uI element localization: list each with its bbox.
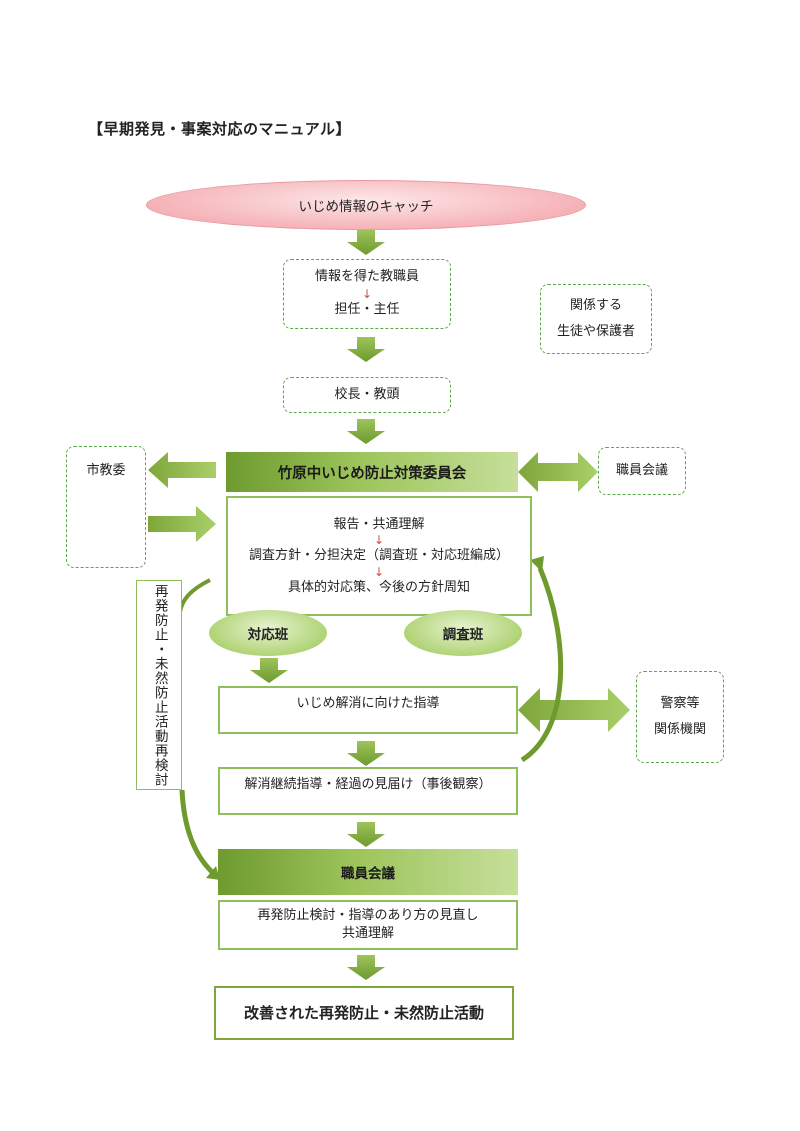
review-line2: 共通理解 xyxy=(341,926,394,941)
city-board-label: 市教委 xyxy=(86,463,126,478)
curved-arrow-to-staff xyxy=(179,789,220,880)
page-title: 【早期発見・事案対応のマニュアル】 xyxy=(88,120,352,138)
staff-meeting-right-label: 職員会議 xyxy=(615,462,668,478)
team-response-ellipse: 対応班 xyxy=(209,610,327,656)
committee-label: 竹原中いじめ防止対策委員会 xyxy=(277,465,467,482)
curved-arrow-to-side xyxy=(178,578,211,613)
info-line1: 情報を得た教職員 xyxy=(314,269,419,285)
arrow-from-city-board xyxy=(148,506,216,542)
down-arrow-5 xyxy=(347,741,385,766)
team-survey-ellipse: 調査班 xyxy=(404,610,522,656)
team-response-label: 対応班 xyxy=(247,627,289,643)
staff-meeting-bar: 職員会議 xyxy=(218,849,518,895)
report-arrow2: ↓ xyxy=(373,564,385,579)
police-box: 警察等 関係機関 xyxy=(636,671,724,763)
arrow-to-city-board xyxy=(148,452,216,488)
report-box: 報告・共通理解 ↓ 調査方針・分担決定（調査班・対応班編成） ↓ 具体的対応策、… xyxy=(226,496,532,616)
info-arrow: ↓ xyxy=(361,287,373,301)
info-box: 情報を得た教職員 ↓ 担任・主任 xyxy=(283,259,451,329)
down-arrow-6 xyxy=(347,822,385,847)
related-line1: 関係する xyxy=(569,298,622,313)
double-arrow-staff-meeting xyxy=(518,452,598,492)
principal-box: 校長・教頭 xyxy=(283,377,451,413)
catch-ellipse: いじめ情報のキャッチ xyxy=(146,180,586,230)
curved-return-arrow xyxy=(520,556,564,763)
down-arrow-2 xyxy=(347,337,385,362)
final-box: 改善された再発防止・未然防止活動 xyxy=(214,986,514,1040)
down-arrow-1 xyxy=(347,230,385,255)
related-line2: 生徒や保護者 xyxy=(556,324,635,339)
report-arrow1: ↓ xyxy=(373,533,385,548)
review-line1: 再発防止検討・指導のあり方の見直し xyxy=(257,907,479,923)
committee-bar: 竹原中いじめ防止対策委員会 xyxy=(226,452,518,492)
down-arrow-3 xyxy=(347,419,385,444)
guidance-label: いじめ解消に向けた指導 xyxy=(296,696,440,711)
catch-label: いじめ情報のキャッチ xyxy=(298,199,434,215)
report-line2: 調査方針・分担決定（調査班・対応班編成） xyxy=(248,548,509,564)
report-line1: 報告・共通理解 xyxy=(333,516,425,532)
review-box: 再発防止検討・指導のあり方の見直し 共通理解 xyxy=(218,900,518,950)
final-label: 改善された再発防止・未然防止活動 xyxy=(243,1004,484,1022)
team-survey-label: 調査班 xyxy=(442,627,484,643)
related-students-box: 関係する 生徒や保護者 xyxy=(540,284,652,354)
city-board-box: 市教委 xyxy=(66,446,146,568)
side-vertical-label: 再発防止・未然防止活動再検討 xyxy=(151,583,168,787)
police-line1: 警察等 xyxy=(660,696,700,711)
report-line3: 具体的対応策、今後の方針周知 xyxy=(287,579,470,595)
info-line2: 担任・主任 xyxy=(334,302,400,317)
guidance-box: いじめ解消に向けた指導 xyxy=(218,686,518,734)
followup-box: 解消継続指導・経過の見届け（事後観察） xyxy=(218,767,518,815)
police-line2: 関係機関 xyxy=(653,722,706,737)
double-arrow-police xyxy=(518,688,630,732)
down-arrow-7 xyxy=(347,955,385,980)
followup-label: 解消継続指導・経過の見届け（事後観察） xyxy=(244,777,492,792)
staff-meeting-right-box: 職員会議 xyxy=(598,447,686,495)
down-arrow-4 xyxy=(250,658,288,683)
staff-meeting-label: 職員会議 xyxy=(341,866,395,882)
principal-label: 校長・教頭 xyxy=(334,386,400,402)
side-vertical-box: 再発防止・未然防止活動再検討 xyxy=(136,580,182,790)
